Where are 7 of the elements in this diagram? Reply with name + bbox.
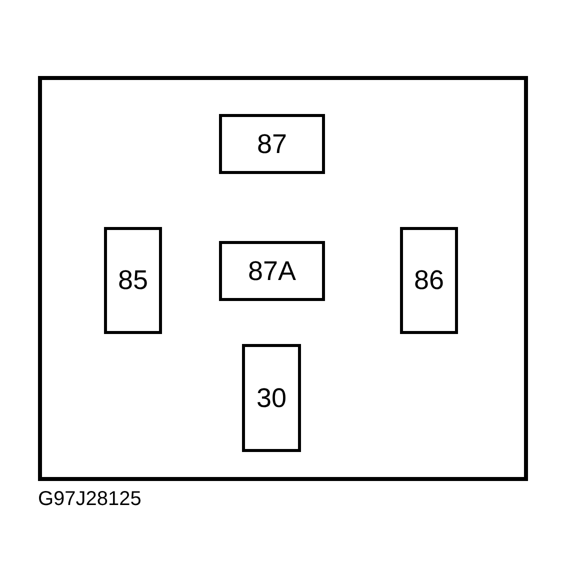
terminal-pin: 30 <box>242 344 301 452</box>
relay-housing <box>38 76 528 481</box>
terminal-pin: 87A <box>219 241 325 301</box>
terminal-pin: 85 <box>104 227 162 334</box>
figure-code: G97J28125 <box>38 488 142 511</box>
terminal-pin: 86 <box>400 227 458 334</box>
terminal-pin: 87 <box>219 114 325 174</box>
